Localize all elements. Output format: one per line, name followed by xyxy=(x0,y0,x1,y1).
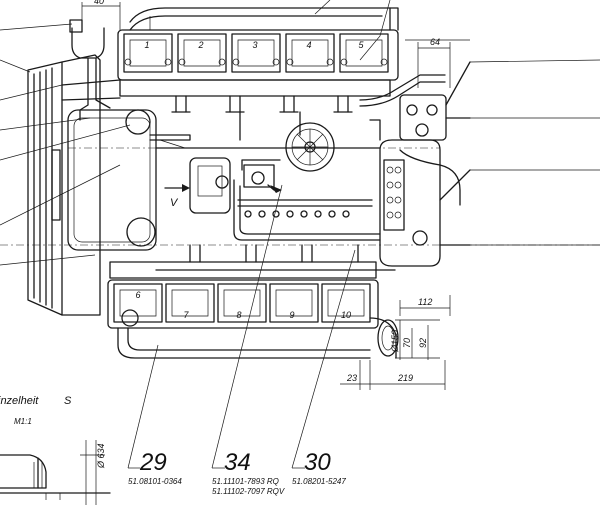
detail-letter: S xyxy=(64,395,72,407)
cylinder-label: 7 xyxy=(183,310,189,320)
cylinder-label: 9 xyxy=(289,310,294,320)
part-number: 51.08201-5247 xyxy=(292,477,346,486)
leader-lines-right xyxy=(314,0,600,246)
bottom-dimensions: 23 219 xyxy=(340,360,446,390)
cylinder-label: 4 xyxy=(306,40,311,50)
detail-title: inzelheit xyxy=(0,395,39,407)
bottom-exhaust-pipe xyxy=(117,317,399,359)
callout-number: 29 xyxy=(139,449,167,476)
cylinder-head-10: 10 xyxy=(321,283,371,323)
top-injector-row xyxy=(119,79,391,141)
svg-text:219: 219 xyxy=(397,373,413,383)
callout-29: 29 51.08101-0364 xyxy=(128,449,182,486)
cylinder-label: 1 xyxy=(144,40,149,50)
cylinder-head-8: 8 xyxy=(217,283,267,323)
part-number: 51.11102-7097 RQV xyxy=(212,487,285,496)
radiator-housing xyxy=(27,54,191,316)
engine-block: V xyxy=(68,122,440,271)
cylinder-head-3: 3 xyxy=(231,33,281,73)
pump-unit xyxy=(189,157,231,214)
cylinder-head-9: 9 xyxy=(269,283,319,323)
cylinder-head-4: 4 xyxy=(285,33,335,73)
svg-text:112: 112 xyxy=(418,297,432,307)
svg-text:92: 92 xyxy=(418,338,428,348)
top-cylinder-bank: 1 2 3 4 5 xyxy=(117,29,399,81)
dimension-40: 40 xyxy=(81,0,121,30)
pump-block xyxy=(399,94,447,141)
flow-label: V xyxy=(170,197,179,209)
cylinder-head-6: 6 xyxy=(113,283,163,323)
cylinder-label: 5 xyxy=(358,40,364,50)
callout-number: 30 xyxy=(304,449,331,476)
pulley-wheel xyxy=(285,122,335,172)
cylinder-label: 3 xyxy=(252,40,257,50)
detail-scale: M1:1 xyxy=(14,417,32,426)
svg-text:Ø150: Ø150 xyxy=(390,330,400,353)
detail-s: inzelheit S M1:1 Ø 634 xyxy=(0,395,111,505)
dimension-634: Ø 634 xyxy=(96,443,106,469)
cylinder-head-1: 1 xyxy=(123,33,173,73)
leader-lines-left xyxy=(0,23,131,266)
dimension-112: 112 xyxy=(399,295,451,316)
callout-34: 34 51.11101-7893 RQ 51.11102-7097 RQV xyxy=(212,449,285,496)
cylinder-label: 8 xyxy=(236,310,241,320)
cylinder-head-5: 5 xyxy=(339,33,389,73)
svg-text:70: 70 xyxy=(402,338,412,348)
cylinder-head-7: 7 xyxy=(165,283,215,323)
right-gear-housing xyxy=(359,61,471,267)
svg-text:23: 23 xyxy=(346,373,357,383)
svg-text:64: 64 xyxy=(430,37,440,47)
top-exhaust-pipe xyxy=(129,7,399,31)
filler-neck xyxy=(61,19,121,121)
part-number: 51.08101-0364 xyxy=(128,477,182,486)
cylinder-label: 2 xyxy=(197,40,203,50)
callout-leaders xyxy=(127,184,356,469)
callout-30: 30 51.08201-5247 xyxy=(292,449,346,486)
cylinder-label: 10 xyxy=(341,310,351,320)
svg-text:40: 40 xyxy=(94,0,104,6)
cylinder-label: 6 xyxy=(135,290,140,300)
cylinder-head-2: 2 xyxy=(177,33,227,73)
bottom-cylinder-bank: 6 7 8 9 10 xyxy=(107,244,379,329)
part-number: 51.11101-7893 RQ xyxy=(212,477,279,486)
vertical-dimensions: Ø150 70 92 xyxy=(390,319,440,360)
callout-number: 34 xyxy=(224,449,251,476)
dimension-64: 64 xyxy=(405,37,470,88)
